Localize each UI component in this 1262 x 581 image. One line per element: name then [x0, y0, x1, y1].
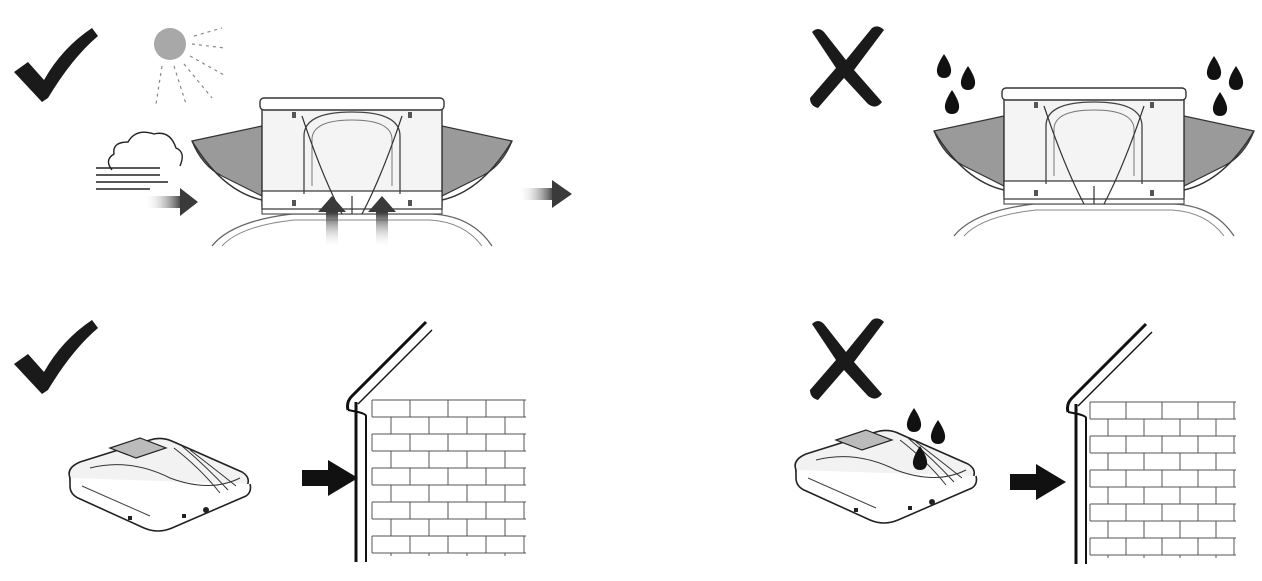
arrow-right-icon	[144, 188, 198, 216]
cross-mark-icon	[810, 318, 884, 400]
arrow-up-icon	[318, 196, 396, 248]
roof-tent-icon	[68, 437, 252, 532]
arrow-right-icon	[302, 460, 358, 496]
wind-cloud-icon	[96, 131, 183, 190]
brick-wall-icon	[1066, 322, 1236, 566]
sun-icon	[154, 27, 226, 105]
brick-wall-icon	[346, 320, 526, 564]
check-mark-icon	[14, 320, 98, 394]
arrow-right-icon	[1010, 464, 1066, 500]
panel-4-bad-wet-storage	[794, 318, 1236, 566]
roof-tent-icon	[933, 87, 1255, 237]
roof-tent-icon	[794, 429, 978, 524]
check-mark-icon	[14, 28, 98, 102]
arrow-right-icon	[518, 180, 572, 208]
panel-3-good-storage	[14, 320, 526, 564]
panel-2-bad-rain	[810, 26, 1255, 237]
cross-mark-icon	[810, 26, 884, 108]
panel-1-good-ventilation	[14, 27, 572, 248]
roof-tent-icon	[191, 97, 513, 247]
